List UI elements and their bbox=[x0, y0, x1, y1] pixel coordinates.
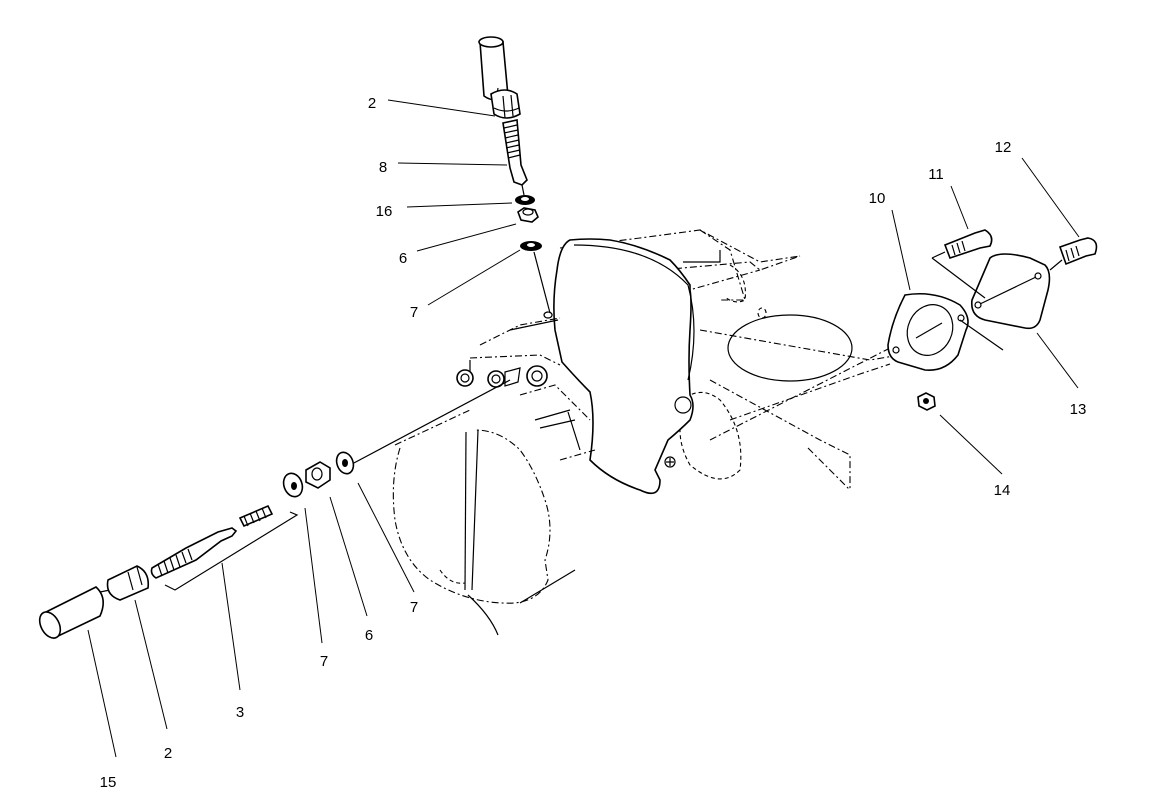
callout-leader-line bbox=[1036, 332, 1079, 389]
callout-leader-line bbox=[87, 629, 117, 758]
nut-part-14 bbox=[917, 392, 936, 411]
callout-label-part-16: 16 bbox=[376, 203, 393, 220]
callout-leader-line bbox=[221, 562, 241, 691]
callout-leader-line bbox=[406, 202, 513, 208]
lower-cap-part-15 bbox=[38, 586, 104, 640]
cover-plate-group bbox=[887, 229, 1098, 411]
lower-nut-part-2 bbox=[106, 565, 150, 601]
callout-labels: 2 8 16 6 7 10 11 12 13 14 7 6 7 3 2 15 bbox=[87, 95, 1087, 791]
upper-nut-part-2 bbox=[490, 89, 521, 119]
cover-plate-part-13 bbox=[970, 253, 1051, 330]
upper-cap bbox=[478, 36, 509, 101]
callout-label-part-10: 10 bbox=[869, 190, 886, 207]
callout-label-part-12: 12 bbox=[995, 139, 1012, 156]
upper-washer-part-16 bbox=[515, 195, 535, 205]
lower-washer-part-7a bbox=[282, 472, 304, 498]
callout-label-part-6: 6 bbox=[365, 627, 373, 644]
callout-leader-line bbox=[397, 162, 508, 166]
lower-washer-part-7b bbox=[335, 451, 355, 475]
callout-label-part-2: 2 bbox=[368, 95, 376, 112]
upper-adjuster-assembly bbox=[478, 36, 551, 314]
upper-screw-part-8 bbox=[502, 119, 528, 186]
callout-label-part-3: 3 bbox=[236, 704, 244, 721]
callout-leader-line bbox=[950, 185, 969, 230]
callout-leader-line bbox=[304, 507, 323, 644]
lower-adjuster-assembly bbox=[38, 451, 355, 640]
callout-leader-line bbox=[416, 223, 517, 252]
lower-screw-part-3 bbox=[150, 504, 274, 579]
lower-nut-part-6 bbox=[305, 461, 331, 489]
callout-leader-line bbox=[387, 99, 496, 117]
callout-label-part-8: 8 bbox=[379, 159, 387, 176]
callout-leader-line bbox=[329, 496, 368, 617]
callout-label-part-7: 7 bbox=[410, 304, 418, 321]
callout-label-part-14: 14 bbox=[994, 482, 1011, 499]
callout-label-part-11: 11 bbox=[928, 166, 944, 183]
pump-housing bbox=[351, 229, 901, 636]
callout-leader-line bbox=[134, 599, 168, 730]
callout-label-part-7: 7 bbox=[410, 599, 418, 616]
callout-label-part-7: 7 bbox=[320, 653, 328, 670]
callout-label-part-6: 6 bbox=[399, 250, 407, 267]
callout-label-part-13: 13 bbox=[1070, 401, 1087, 418]
callout-leader-line bbox=[1021, 157, 1080, 238]
bolt-part-11 bbox=[931, 229, 993, 299]
callout-label-part-15: 15 bbox=[100, 774, 117, 791]
gasket-part-10 bbox=[887, 292, 969, 372]
callout-leader-line bbox=[891, 209, 911, 291]
upper-nut-part-6 bbox=[517, 207, 539, 223]
callout-leader-line bbox=[939, 414, 1003, 475]
callout-leader-line bbox=[357, 482, 415, 593]
upper-washer-part-7 bbox=[520, 241, 542, 251]
callout-leader-line bbox=[427, 249, 521, 306]
bolt-part-12 bbox=[1049, 237, 1098, 271]
callout-label-part-2: 2 bbox=[164, 745, 172, 762]
